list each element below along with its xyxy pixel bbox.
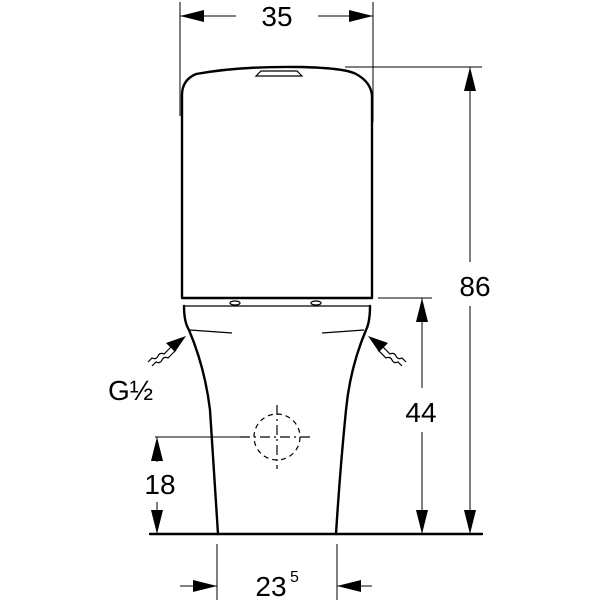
dimension-label-35: 35 [261,1,292,32]
water-connection-arrow-left [147,336,186,367]
dimension-label-44: 44 [405,397,436,428]
dimension-label-23-superscript: 5 [290,569,299,586]
connection-thread-label: G½ [108,375,153,406]
connection-thread-letter: G [108,375,130,406]
dimension-height-inlet [151,437,163,534]
connection-thread-fraction: ½ [130,375,153,406]
dimension-label-86: 86 [459,271,490,302]
water-inlet-symbol [155,405,314,469]
bowl-pedestal [182,304,372,536]
dimension-width-base [180,544,372,600]
dimension-height-total [345,66,482,534]
dimension-width-top [179,2,374,122]
dimension-label-18: 18 [144,469,175,500]
dimension-height-tank-bottom [378,297,432,534]
water-connection-arrow-right [368,336,407,367]
cistern [180,65,374,307]
dimension-label-23: 23 [255,571,286,600]
